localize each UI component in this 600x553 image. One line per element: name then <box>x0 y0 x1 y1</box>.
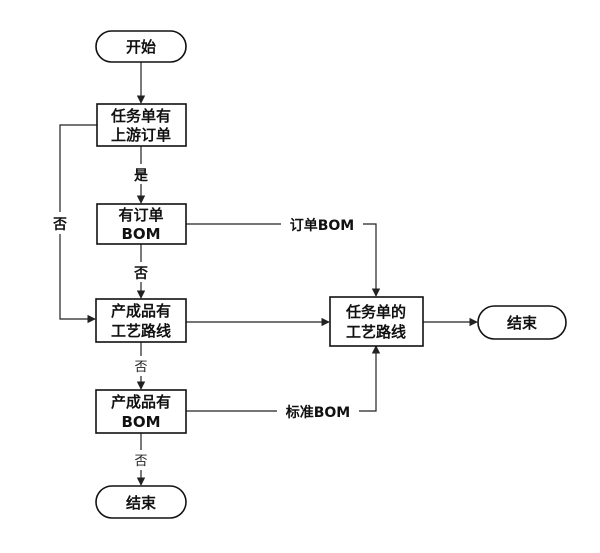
edge-label-no-left: 否 <box>52 217 67 233</box>
edge-label-order-bom: 订单BOM <box>290 217 355 234</box>
product-route-decision: 产成品有 工艺路线 <box>95 298 187 343</box>
product-route-line1: 产成品有 <box>111 302 171 320</box>
edge-label-no-productbom: 否 <box>134 454 147 469</box>
task-upstream-line2: 上游订单 <box>111 126 171 144</box>
start-node-label: 开始 <box>126 38 156 56</box>
order-bom-decision: 有订单 BOM <box>96 203 187 245</box>
edge-orderbom-to-taskroute <box>186 223 381 297</box>
start-node: 开始 <box>95 30 187 63</box>
edge-label-no-route: 否 <box>134 360 147 375</box>
product-bom-decision: 产成品有 BOM <box>95 389 187 434</box>
edge-label-no-orderbom: 否 <box>133 266 148 282</box>
task-upstream-decision: 任务单有 上游订单 <box>96 103 187 147</box>
task-route-line2: 工艺路线 <box>346 323 406 341</box>
order-bom-line2: BOM <box>121 225 160 243</box>
product-bom-line2: BOM <box>121 413 160 431</box>
task-route-node: 任务单的 工艺路线 <box>329 296 424 347</box>
order-bom-line1: 有订单 <box>118 206 163 224</box>
end-node-right-label: 结束 <box>507 314 538 332</box>
edge-productbom-to-taskroute <box>186 345 381 412</box>
product-bom-line1: 产成品有 <box>111 393 171 411</box>
task-upstream-line1: 任务单有 <box>110 107 171 125</box>
product-route-line2: 工艺路线 <box>111 322 171 340</box>
task-route-line1: 任务单的 <box>345 303 406 321</box>
edge-label-yes: 是 <box>134 168 149 184</box>
end-node-right: 结束 <box>477 305 567 340</box>
end-node-bottom-label: 结束 <box>126 494 157 512</box>
edge-label-standard-bom: 标准BOM <box>285 404 351 421</box>
end-node-bottom: 结束 <box>95 485 187 519</box>
